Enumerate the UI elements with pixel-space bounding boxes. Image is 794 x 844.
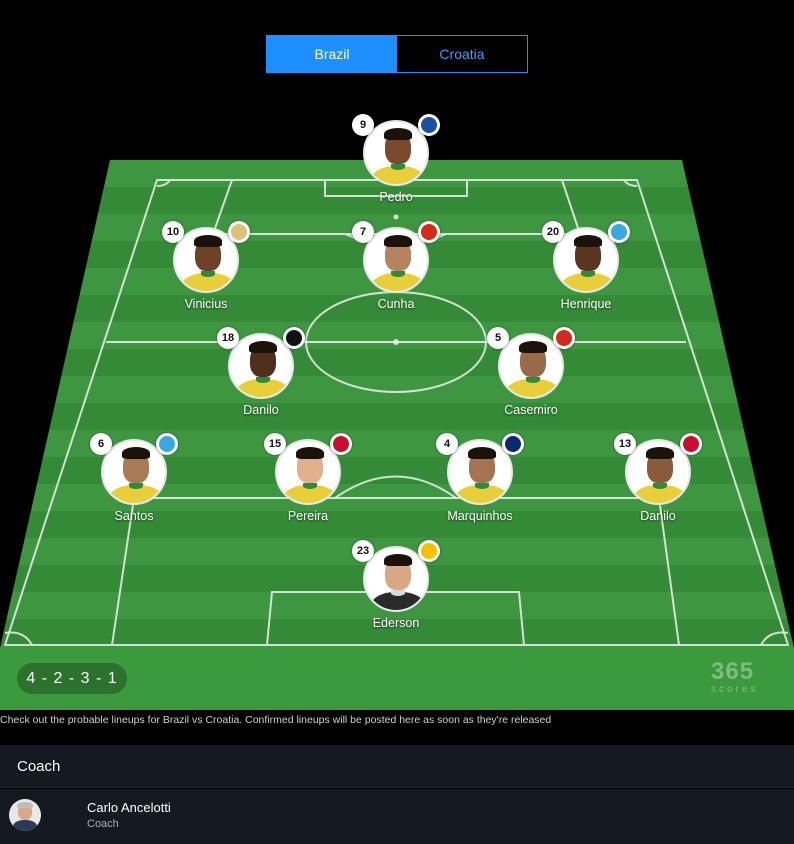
player-number-badge: 10	[162, 221, 184, 243]
player-name: Ederson	[372, 616, 420, 630]
player-number-badge: 23	[352, 540, 374, 562]
player-name: Danilo	[640, 509, 676, 523]
player-avatar	[498, 333, 564, 399]
fenerbahce-crest-icon	[418, 540, 440, 562]
brand-logo: 365 scores	[711, 660, 781, 698]
player-number-badge: 5	[487, 327, 509, 349]
player-number-badge: 13	[614, 433, 636, 455]
player-avatar	[625, 439, 691, 505]
player-number-badge: 9	[352, 114, 374, 136]
coach-row[interactable]: Carlo Ancelotti Coach	[0, 789, 794, 844]
chelsea-crest-icon	[418, 114, 440, 136]
player-number-badge: 18	[217, 327, 239, 349]
player-name: Marquinhos	[447, 509, 513, 523]
player-avatar	[173, 227, 239, 293]
player-avatar	[363, 546, 429, 612]
player-name: Cunha	[377, 297, 415, 311]
psg-crest-icon	[502, 433, 524, 455]
man-utd-crest-icon	[553, 327, 575, 349]
player-name: Henrique	[560, 297, 612, 311]
player-avatar	[363, 227, 429, 293]
coach-section-title: Coach	[0, 745, 794, 788]
player-avatar	[101, 439, 167, 505]
player-name: Santos	[114, 509, 154, 523]
player-name: Pedro	[379, 190, 413, 204]
player-number-badge: 6	[90, 433, 112, 455]
coach-name: Carlo Ancelotti	[87, 800, 171, 815]
lineup-note: Check out the probable lineups for Brazi…	[0, 714, 552, 726]
coach-avatar	[9, 799, 41, 831]
player-name: Casemiro	[504, 403, 558, 417]
player-avatar	[553, 227, 619, 293]
botafogo-crest-icon	[283, 327, 305, 349]
real-madrid-crest-icon	[228, 221, 250, 243]
player-name: Danilo	[243, 403, 279, 417]
player-avatar	[228, 333, 294, 399]
zenit-crest-icon	[608, 221, 630, 243]
player-avatar	[363, 120, 429, 186]
player-number-badge: 20	[542, 221, 564, 243]
flamengo-crest-icon	[330, 433, 352, 455]
formation-badge: 4 - 2 - 3 - 1	[17, 663, 127, 694]
player-number-badge: 15	[264, 433, 286, 455]
tab-croatia[interactable]: Croatia	[397, 36, 527, 72]
brand-logo-top: 365	[711, 658, 755, 685]
coach-role: Coach	[87, 818, 119, 830]
tab-brazil[interactable]: Brazil	[267, 36, 397, 72]
brand-logo-bottom: scores	[711, 684, 759, 695]
player-number-badge: 4	[436, 433, 458, 455]
player-name: Vinicius	[184, 297, 228, 311]
team-toggle: Brazil Croatia	[266, 35, 528, 73]
flamengo-crest-icon	[680, 433, 702, 455]
player-avatar	[275, 439, 341, 505]
player-name: Pereira	[287, 509, 329, 523]
zenit-crest-icon	[156, 433, 178, 455]
player-number-badge: 7	[352, 221, 374, 243]
player-avatar	[447, 439, 513, 505]
man-utd-crest-icon	[418, 221, 440, 243]
